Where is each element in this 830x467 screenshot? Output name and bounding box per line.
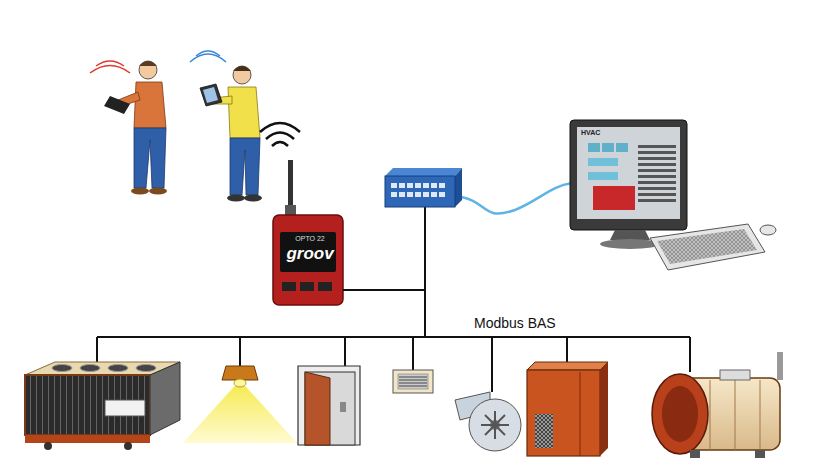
door [298,366,360,445]
wifi-symbol [260,123,300,146]
computer-monitor [570,120,776,270]
groov-device [273,160,343,305]
network-wire [97,207,690,392]
blower-fan [455,392,521,451]
bus-label: Modbus BAS [472,315,558,331]
furnace-unit [527,362,608,456]
screen-panel: HVAC [577,127,684,141]
boiler-tank [652,352,780,458]
node-device-face: OPTO 22 groov [280,232,340,272]
light-fixture [183,366,297,443]
brand-label: OPTO 22 [280,235,340,242]
technician-figure [90,61,167,195]
screen-title: HVAC [577,127,684,136]
network-switch [385,168,462,207]
vent-grille [393,370,433,393]
technician-figure [190,51,262,202]
chiller-unit [25,362,180,450]
product-name: groov [280,244,340,264]
ethernet-cable [455,183,572,214]
